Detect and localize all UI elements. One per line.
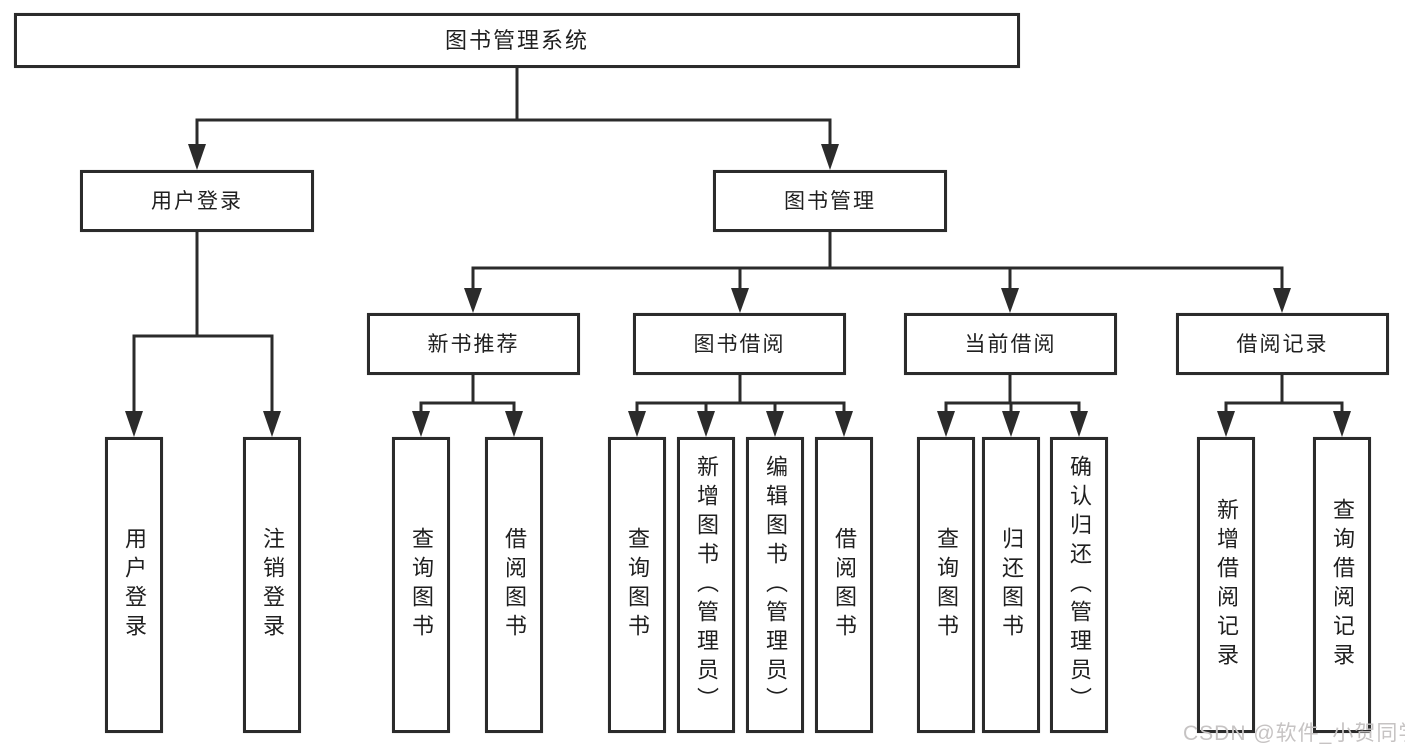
node-label: 借阅图书 — [832, 527, 857, 643]
node-label: 查询借阅记录 — [1330, 498, 1355, 672]
watermark: CSDN @软件_小贺同学 — [1183, 722, 1405, 745]
node-leaf-borrow-books-borrowing: 借阅图书 — [815, 437, 873, 733]
node-label: 图书管理 — [784, 189, 876, 213]
node-label: 归还图书 — [999, 527, 1024, 643]
node-leaf-return-book: 归还图书 — [982, 437, 1040, 733]
node-label: 图书借阅 — [693, 332, 786, 356]
node-label: 用户登录 — [151, 189, 243, 213]
node-leaf-query-books-recommend: 查询图书 — [392, 437, 450, 733]
node-label: 确认归还（管理员） — [1067, 454, 1092, 716]
node-label: 新增借阅记录 — [1214, 498, 1239, 672]
node-label: 查询图书 — [934, 527, 959, 643]
node-new-book-recommend: 新书推荐 — [367, 313, 580, 375]
node-leaf-add-borrow-record: 新增借阅记录 — [1197, 437, 1255, 733]
node-leaf-query-books-borrowing: 查询图书 — [608, 437, 666, 733]
node-book-borrowing: 图书借阅 — [633, 313, 846, 375]
node-borrowing-records: 借阅记录 — [1176, 313, 1389, 375]
node-book-management: 图书管理 — [713, 170, 947, 232]
node-label: 查询图书 — [625, 527, 650, 643]
node-label: 用户登录 — [122, 527, 147, 643]
node-leaf-query-books-current: 查询图书 — [917, 437, 975, 733]
node-label: 编辑图书（管理员） — [763, 454, 788, 716]
node-leaf-edit-book-admin: 编辑图书（管理员） — [746, 437, 804, 733]
node-leaf-query-borrow-record: 查询借阅记录 — [1313, 437, 1371, 733]
node-label: 借阅记录 — [1236, 332, 1329, 356]
node-label: 当前借阅 — [964, 332, 1057, 356]
node-label: 图书管理系统 — [444, 27, 589, 53]
node-leaf-borrow-books-recommend: 借阅图书 — [485, 437, 543, 733]
node-current-borrowing: 当前借阅 — [904, 313, 1117, 375]
node-label: 借阅图书 — [502, 527, 527, 643]
node-label: 新书推荐 — [427, 332, 520, 356]
node-leaf-add-book-admin: 新增图书（管理员） — [677, 437, 735, 733]
node-leaf-confirm-return-admin: 确认归还（管理员） — [1050, 437, 1108, 733]
node-label: 新增图书（管理员） — [694, 454, 719, 716]
node-label: 查询图书 — [409, 527, 434, 643]
node-leaf-logout: 注销登录 — [243, 437, 301, 733]
node-user-login: 用户登录 — [80, 170, 314, 232]
node-leaf-user-login: 用户登录 — [105, 437, 163, 733]
node-library-system: 图书管理系统 — [14, 13, 1020, 68]
node-label: 注销登录 — [260, 527, 285, 643]
